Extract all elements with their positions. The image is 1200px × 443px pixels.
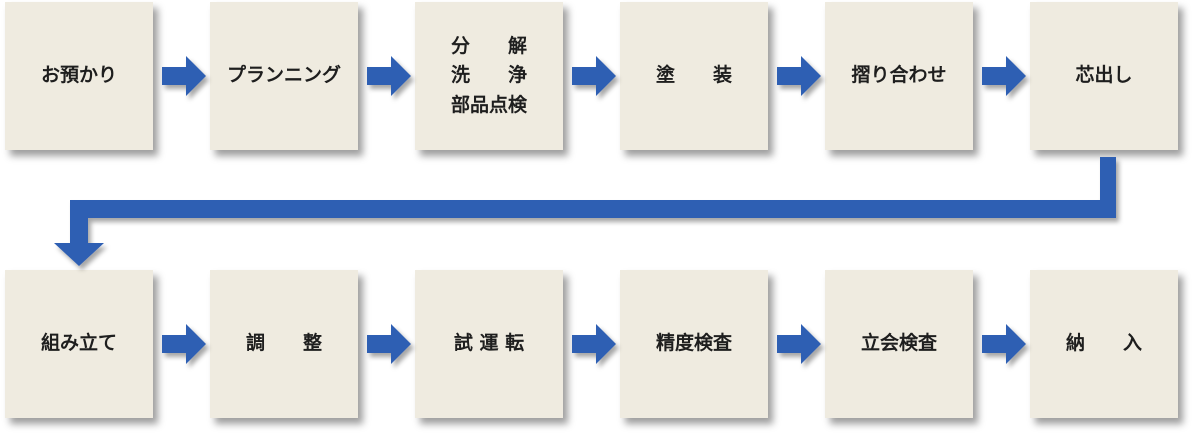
right-arrow-icon — [777, 56, 821, 96]
step-label: 摺り合わせ — [851, 64, 947, 87]
right-arrow-icon — [572, 324, 616, 364]
step-label: 試 運 転 — [453, 332, 525, 355]
step-box: 組み立て — [5, 270, 153, 418]
right-arrow-icon — [367, 324, 411, 364]
step-label: 調 整 — [245, 332, 322, 355]
step-label: 精度検査 — [655, 332, 732, 355]
step-box: 芯出し — [1030, 2, 1178, 150]
right-arrow-icon — [367, 56, 411, 96]
step-box: 精度検査 — [620, 270, 768, 418]
right-arrow-icon — [572, 56, 616, 96]
step-box: 分 解 洗 浄 部品点検 — [415, 2, 563, 150]
step-box: 試 運 転 — [415, 270, 563, 418]
step-box: お預かり — [5, 2, 153, 150]
step-box: 摺り合わせ — [825, 2, 973, 150]
step-box: 調 整 — [210, 270, 358, 418]
step-label: 組み立て — [40, 332, 117, 355]
right-arrow-icon — [982, 324, 1026, 364]
step-label: 納 入 — [1065, 332, 1142, 355]
step-label: プランニング — [226, 64, 341, 87]
step-label: お預かり — [40, 64, 117, 87]
step-box: 塗 装 — [620, 2, 768, 150]
step-label: 塗 装 — [655, 64, 732, 87]
connector-arrow-icon — [54, 157, 1116, 266]
right-arrow-icon — [982, 56, 1026, 96]
right-arrow-icon — [162, 324, 206, 364]
right-arrow-icon — [162, 56, 206, 96]
right-arrow-icon — [777, 324, 821, 364]
step-label: 芯出し — [1075, 64, 1133, 87]
step-box: 立会検査 — [825, 270, 973, 418]
step-box: 納 入 — [1030, 270, 1178, 418]
step-label: 立会検査 — [860, 332, 937, 355]
step-label: 分 解 洗 浄 部品点検 — [450, 34, 527, 116]
step-box: プランニング — [210, 2, 358, 150]
